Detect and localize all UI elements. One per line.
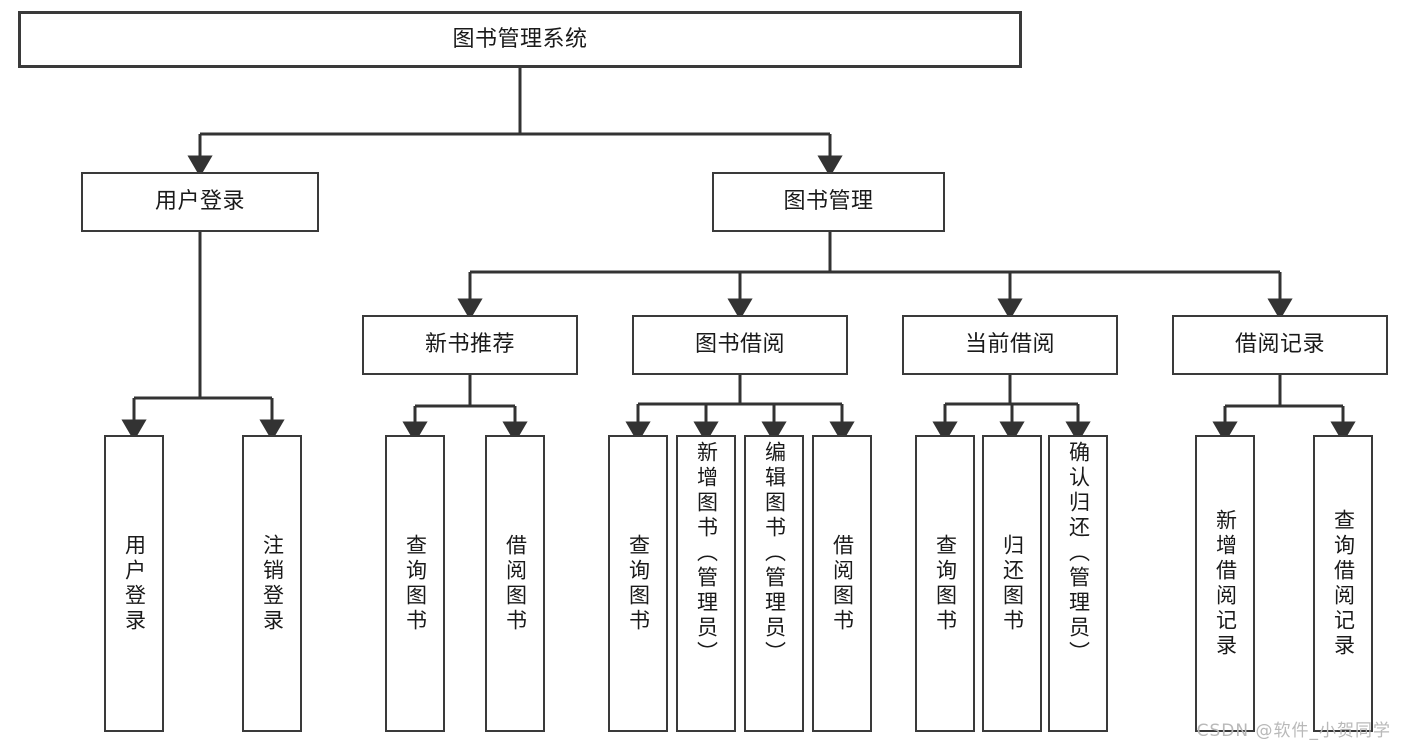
leaf-bb-query-book-label: 查询图书 [626,533,651,634]
leaf-cb-query-book[interactable]: 查询图书 [915,435,975,732]
leaf-br-query-record-label: 查询借阅记录 [1331,508,1356,659]
node-book-management[interactable]: 图书管理 [712,172,945,232]
node-borrow-record[interactable]: 借阅记录 [1172,315,1388,375]
leaf-br-add-record[interactable]: 新增借阅记录 [1195,435,1255,732]
node-book-management-label: 图书管理 [783,189,874,215]
leaf-bb-query-book[interactable]: 查询图书 [608,435,668,732]
leaf-nb-borrow-book[interactable]: 借阅图书 [485,435,545,732]
leaf-nb-query-book[interactable]: 查询图书 [385,435,445,732]
node-book-borrow[interactable]: 图书借阅 [632,315,848,375]
node-borrow-record-label: 借阅记录 [1234,332,1325,358]
node-user-login-label: 用户登录 [154,189,245,215]
leaf-cb-confirm-return-label: 确认归还（管理员） [1066,441,1091,666]
leaf-user-login[interactable]: 用户登录 [104,435,164,732]
leaf-nb-borrow-book-label: 借阅图书 [503,533,528,634]
leaf-cb-confirm-return[interactable]: 确认归还（管理员） [1048,435,1108,732]
leaf-br-add-record-label: 新增借阅记录 [1213,508,1238,659]
node-root[interactable]: 图书管理系统 [18,11,1022,68]
leaf-user-logout[interactable]: 注销登录 [242,435,302,732]
leaf-cb-query-book-label: 查询图书 [933,533,958,634]
leaf-cb-return-book-label: 归还图书 [1000,533,1025,634]
node-current-borrow[interactable]: 当前借阅 [902,315,1118,375]
leaf-br-query-record[interactable]: 查询借阅记录 [1313,435,1373,732]
leaf-cb-return-book[interactable]: 归还图书 [982,435,1042,732]
leaf-bb-borrow-book-label: 借阅图书 [830,533,855,634]
node-user-login[interactable]: 用户登录 [81,172,319,232]
node-new-book-recommend[interactable]: 新书推荐 [362,315,578,375]
leaf-bb-edit-book-label: 编辑图书（管理员） [762,441,787,666]
leaf-user-login-label: 用户登录 [122,533,147,634]
leaf-bb-add-book[interactable]: 新增图书（管理员） [676,435,736,732]
node-current-borrow-label: 当前借阅 [964,332,1055,358]
node-new-book-recommend-label: 新书推荐 [424,332,515,358]
node-book-borrow-label: 图书借阅 [694,332,785,358]
leaf-bb-add-book-label: 新增图书（管理员） [694,441,719,666]
node-root-label: 图书管理系统 [452,26,588,52]
leaf-nb-query-book-label: 查询图书 [403,533,428,634]
leaf-bb-edit-book[interactable]: 编辑图书（管理员） [744,435,804,732]
leaf-bb-borrow-book[interactable]: 借阅图书 [812,435,872,732]
csdn-watermark: CSDN @软件_小贺同学 [1196,721,1391,741]
leaf-user-logout-label: 注销登录 [260,533,285,634]
